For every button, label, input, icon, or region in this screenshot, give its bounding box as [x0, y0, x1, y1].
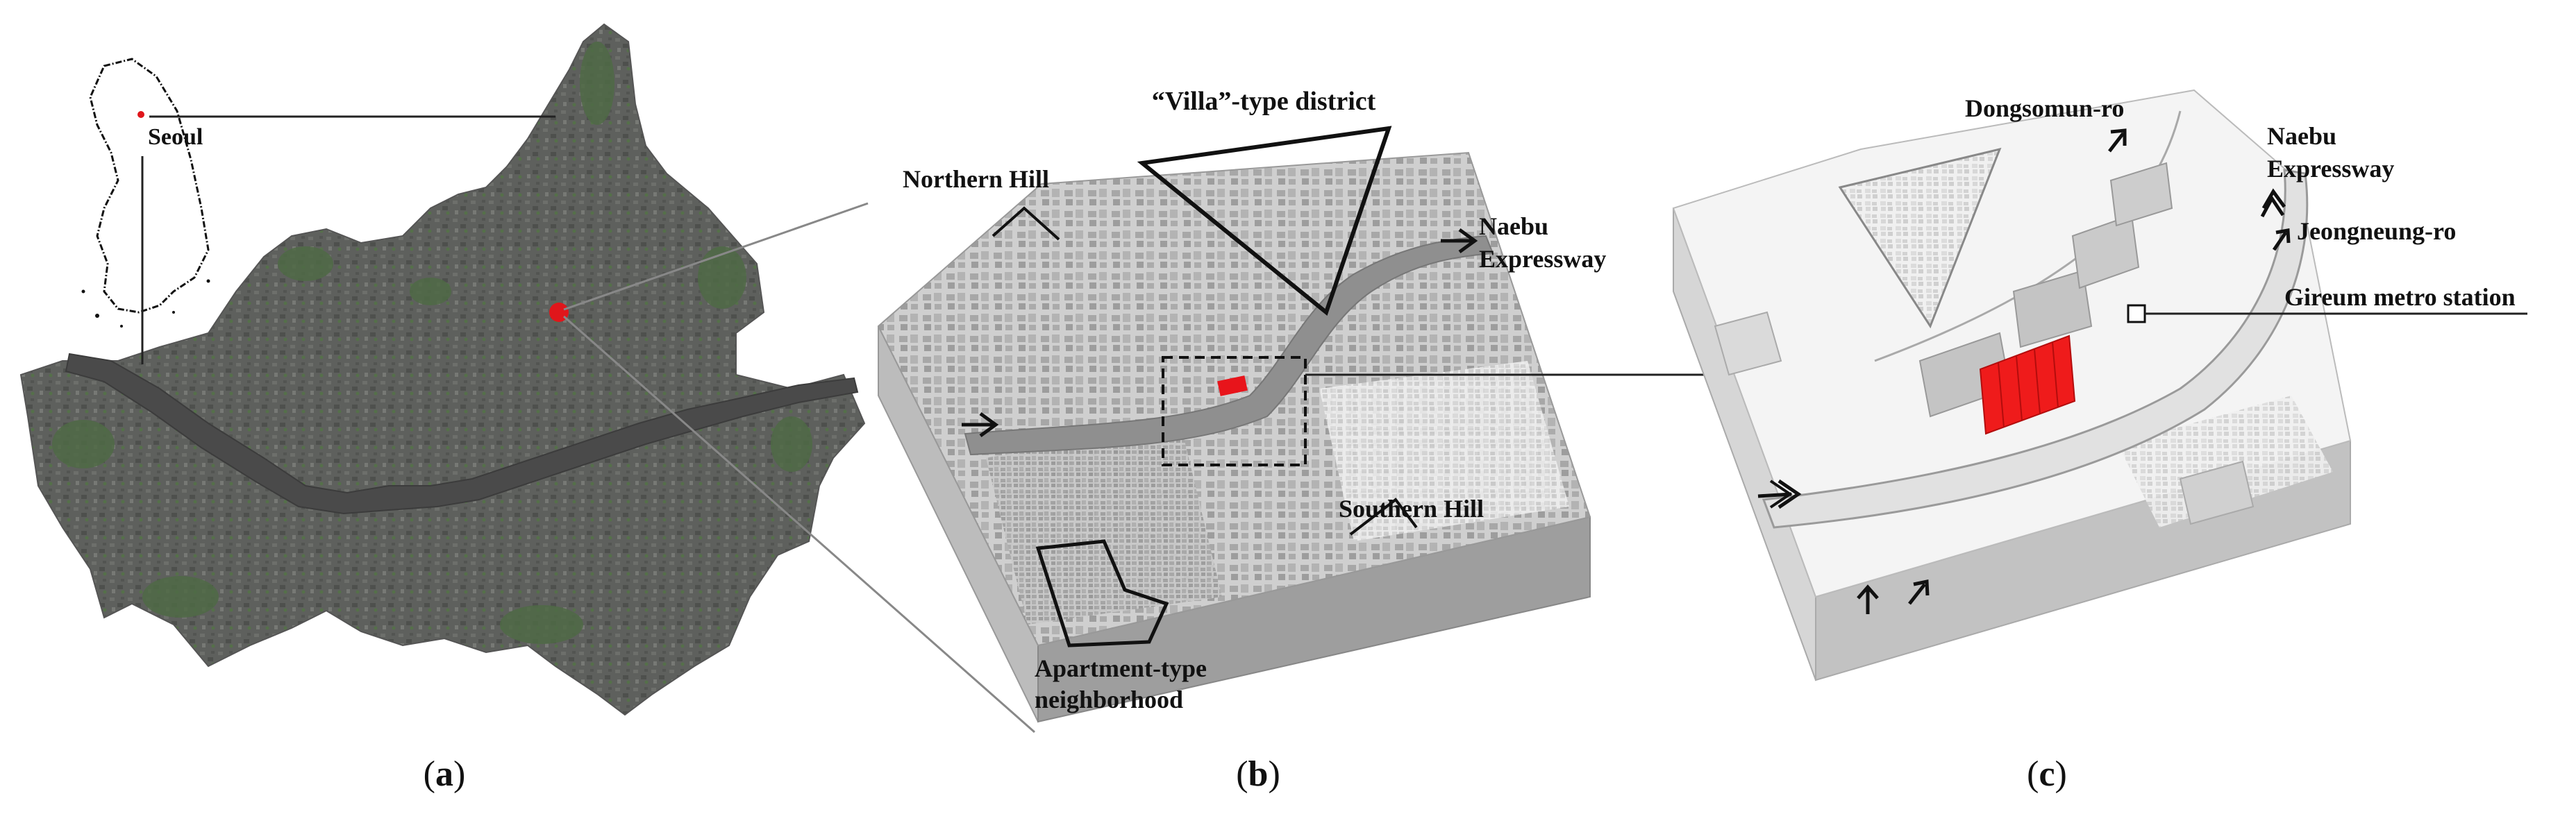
building-block-c-6 — [2179, 460, 2255, 525]
building-block-c-4 — [2109, 162, 2173, 227]
label-dongsomun-ro: Dongsomun-ro — [1965, 94, 2124, 122]
green-patches — [52, 42, 812, 644]
dense-zone-south — [986, 423, 1222, 625]
arrow-local-road-1 — [1857, 584, 1879, 614]
seoul-inset-dot — [137, 111, 144, 118]
han-river — [65, 353, 859, 515]
study-site-building-c — [1979, 334, 2076, 435]
label-southern-hill: Southern Hill — [1339, 495, 1484, 523]
building-block-c-3 — [2071, 214, 2140, 289]
inset-islands — [81, 279, 210, 328]
panel-c-site-model: Dongsomun-ro Naebu Expressway Jeongneung… — [1672, 89, 2527, 794]
study-site-b — [1217, 375, 1248, 396]
zoom-line-a-b-top — [563, 202, 869, 311]
label-naebu-b-2: Expressway — [1479, 245, 1606, 273]
zoom-line-a-b-bottom — [563, 315, 1035, 734]
label-gireum-station: Gireum metro station — [2284, 283, 2516, 311]
southern-hill-outline — [1349, 498, 1418, 536]
arrow-local-road-2 — [1908, 579, 1930, 605]
study-area-dashed-box — [1162, 356, 1307, 466]
building-block-c-5 — [1714, 311, 1782, 376]
seoul-city-shape — [19, 23, 866, 716]
light-zone-southeast — [1319, 361, 1569, 541]
arrow-expressway-west-b — [962, 412, 999, 438]
label-naebu-c-2: Expressway — [2267, 155, 2394, 183]
light-zone-c-south — [2118, 396, 2333, 527]
label-jeongneung-ro: Jeongneung-ro — [2297, 217, 2456, 245]
panel-b-district-model: “Villa”-type district Northern Hill Naeb… — [877, 87, 1705, 794]
label-apartment-1: Apartment-type — [1035, 654, 1207, 682]
arrow-dongsomun-ro — [2108, 128, 2127, 153]
caption-c: (c) — [2027, 754, 2067, 794]
label-naebu-c-1: Naebu — [2267, 122, 2336, 150]
inset-label-seoul: Seoul — [148, 124, 203, 150]
arrow-expressway-west-c — [1757, 479, 1802, 509]
label-naebu-b-1: Naebu — [1479, 212, 1548, 240]
caption-a: (a) — [424, 754, 466, 794]
gireum-station-marker — [2127, 304, 2146, 323]
northern-hill-outline — [992, 206, 1060, 241]
caption-b: (b) — [1236, 754, 1280, 794]
villa-district-c — [1838, 147, 2002, 329]
apartment-neighborhood-outline — [1035, 539, 1169, 647]
panel-a-seoul-map: Seoul (a) — [19, 23, 1035, 794]
arrow-expressway-east-b — [1441, 228, 1478, 254]
villa-district-outline — [1137, 126, 1392, 316]
arrow-jeongneung-ro — [2272, 228, 2291, 251]
arrow-naebu-expressway-c — [2260, 188, 2286, 218]
building-block-c-2 — [2012, 269, 2093, 348]
naebu-expressway-c — [1762, 169, 2309, 529]
label-northern-hill: Northern Hill — [903, 165, 1049, 193]
korea-inset-outline — [89, 58, 210, 314]
label-villa-district: “Villa”-type district — [1152, 87, 1376, 116]
naebu-expressway-b — [964, 235, 1494, 456]
label-apartment-2: neighborhood — [1035, 686, 1183, 713]
site-facade-lines — [1998, 341, 2059, 428]
